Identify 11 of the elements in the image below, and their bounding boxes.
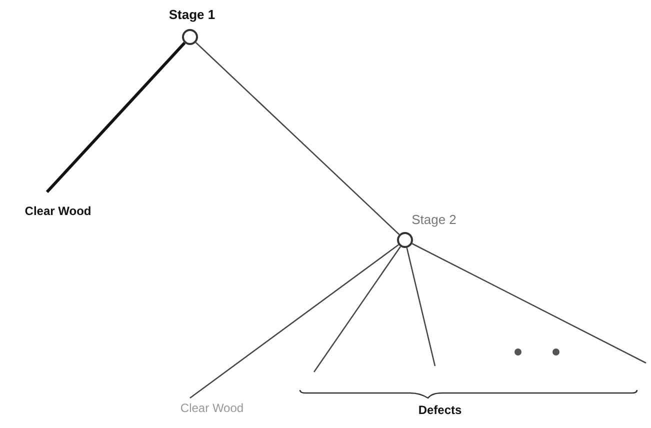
branch-line — [412, 243, 646, 364]
stage-label: Stage 1 — [168, 8, 216, 21]
stage-label: Stage 2 — [412, 213, 456, 226]
branch-line — [406, 248, 436, 366]
branch-line — [190, 244, 399, 399]
group-label: Defects — [418, 404, 462, 416]
outcome-label: Clear Wood — [24, 205, 92, 217]
outcome-label: Clear Wood — [180, 402, 244, 414]
branch-line — [313, 246, 401, 372]
branch-line — [46, 42, 186, 194]
branch-line — [195, 42, 400, 235]
